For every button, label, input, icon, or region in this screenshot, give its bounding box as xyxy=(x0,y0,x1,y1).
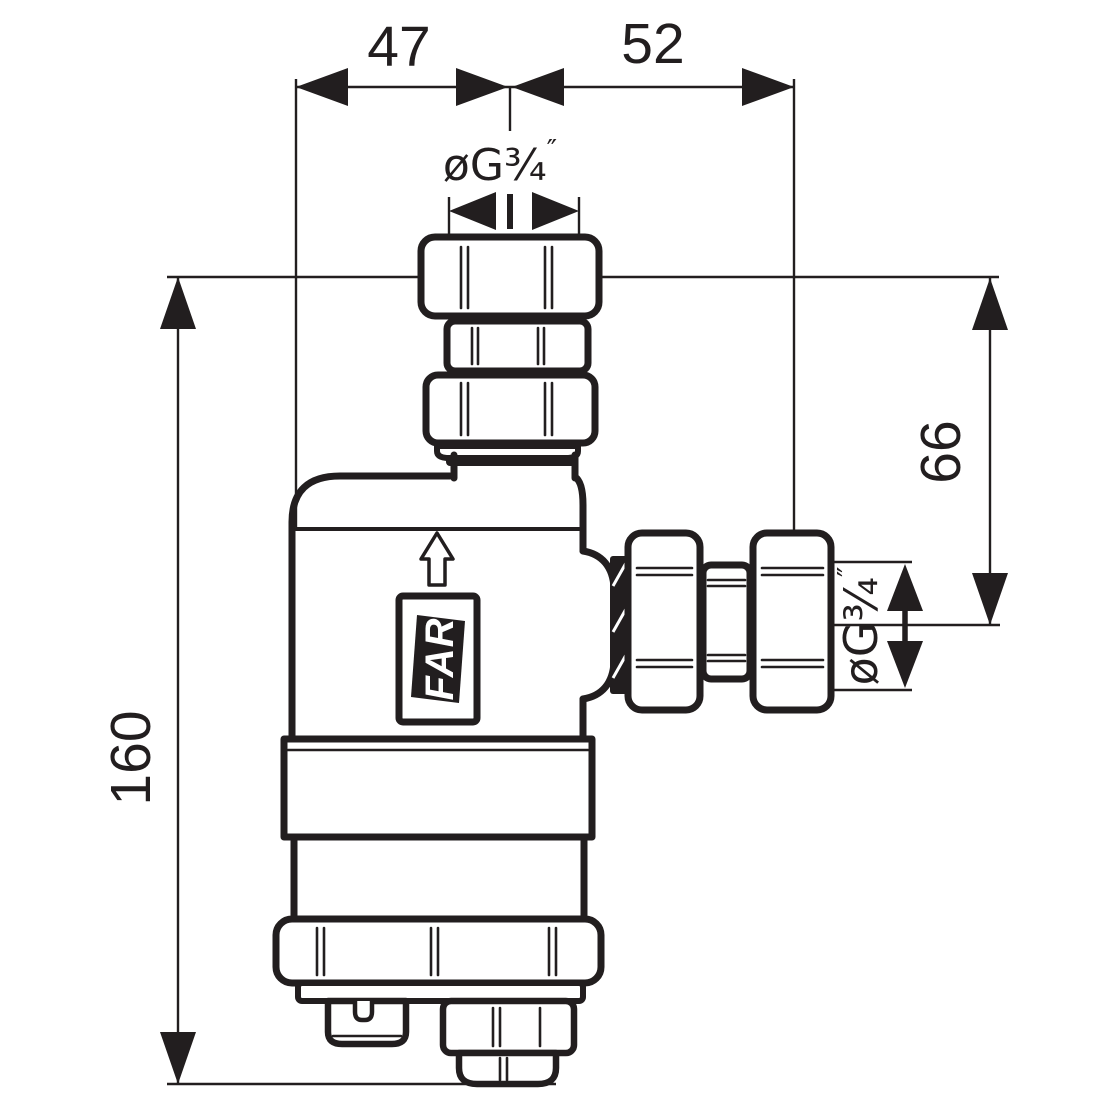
arrowhead-top xyxy=(887,564,923,611)
side-thread-label: øG¾″ xyxy=(831,567,888,686)
filter-body-outline xyxy=(288,472,587,743)
top-thread-unit: ″ xyxy=(547,133,557,166)
arrowhead-right xyxy=(532,192,579,230)
dim-66-label: 66 xyxy=(909,420,973,483)
magnet-housing-clip xyxy=(352,998,375,1023)
dimension-side-port-height: 66 xyxy=(832,278,1008,627)
dim-47-label: 47 xyxy=(367,15,430,79)
body-band xyxy=(280,735,596,841)
bottom-flange xyxy=(295,980,586,1004)
top-thread-label: øG¾″ xyxy=(443,133,557,191)
top-union-nut-lower-facets xyxy=(459,381,554,437)
top-union-ring xyxy=(443,317,592,375)
side-thread-unit: ″ xyxy=(831,567,864,577)
brand-label: FAR xyxy=(395,592,481,726)
side-union-nut-inner xyxy=(624,529,704,714)
side-union-nut-inner-facets xyxy=(635,566,694,669)
lower-body xyxy=(290,833,588,924)
side-thread-stub-hatch xyxy=(611,562,628,679)
brand-logo-block: FAR xyxy=(411,615,465,703)
arrowhead-top xyxy=(972,278,1008,330)
top-union-nut-upper-facets xyxy=(459,245,554,310)
side-union-ring-facets xyxy=(706,578,747,663)
top-union-nut-lower xyxy=(422,371,599,447)
side-thread-size: øG¾ xyxy=(834,577,888,685)
arrowhead-bottom xyxy=(887,641,923,688)
magnet-housing xyxy=(324,997,410,1048)
drain-valve-facets xyxy=(491,1006,542,1048)
arrowhead-left xyxy=(449,192,496,230)
arrowhead-right xyxy=(742,68,794,106)
brand-logo-text: FAR xyxy=(418,618,462,701)
brand-logo-background xyxy=(411,615,465,703)
dimension-top-widths: 47 52 xyxy=(294,12,796,534)
drain-spout-facets xyxy=(498,1056,509,1082)
top-union-assembly xyxy=(417,233,603,466)
arrowhead-bottom xyxy=(972,573,1008,625)
side-port-boss-fill xyxy=(583,551,614,699)
arrowhead-bottom xyxy=(160,1032,196,1084)
arrowhead-left xyxy=(296,68,348,106)
arrowhead-top xyxy=(160,277,196,329)
bottom-cap-nut-facets xyxy=(315,926,558,977)
dim-52-label: 52 xyxy=(621,12,684,76)
top-union-seat xyxy=(446,457,577,466)
drain-valve-hex xyxy=(439,997,578,1057)
dimension-side-thread: øG¾″ xyxy=(831,560,923,692)
dimension-overall-height: 160 xyxy=(99,275,999,1086)
top-union-collar xyxy=(434,443,581,461)
arrowhead-center-left xyxy=(456,68,508,106)
bottom-assembly xyxy=(272,915,605,1088)
dimension-top-thread: øG¾″ xyxy=(443,133,581,240)
top-thread-size: øG¾ xyxy=(443,140,547,191)
dim-160-label: 160 xyxy=(99,710,163,805)
flow-direction-arrow-icon xyxy=(419,531,455,587)
side-union-nut-outer xyxy=(749,529,835,714)
side-union-assembly xyxy=(610,529,835,714)
valve-figure: FAR xyxy=(272,233,835,1088)
top-union-nut-upper xyxy=(417,233,603,320)
arrowhead-center-right xyxy=(512,68,564,106)
top-union-ring-facets xyxy=(470,326,546,366)
side-union-nut-outer-facets xyxy=(760,566,825,669)
